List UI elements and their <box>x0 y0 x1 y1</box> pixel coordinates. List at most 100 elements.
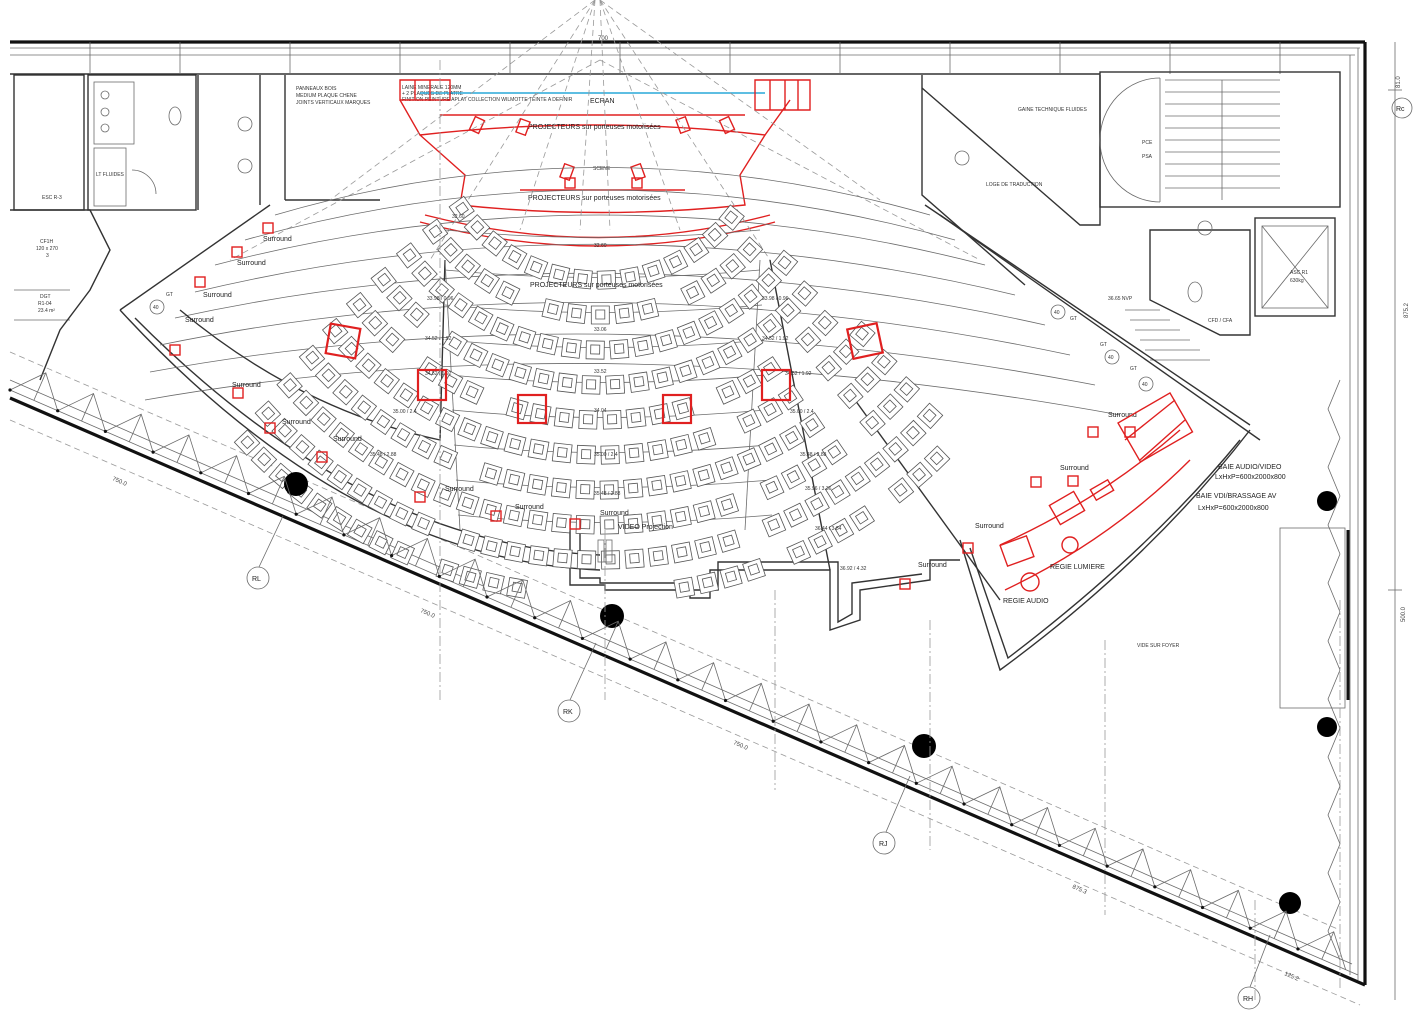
projecteurs-3-label: PROJECTEURS sur porteuses motorisées <box>530 282 663 289</box>
svg-text:36.92 / 4.32: 36.92 / 4.32 <box>840 566 867 572</box>
seat <box>480 425 504 450</box>
glazing-mullion <box>1130 848 1144 877</box>
foyer-void <box>1279 527 1346 709</box>
surround-speaker-box <box>231 246 243 258</box>
glazing-node <box>437 574 441 578</box>
glazing-node <box>867 761 871 765</box>
seats-group <box>233 195 951 599</box>
glazing-node <box>390 554 394 558</box>
slant-dim-4: 875.3 <box>1071 884 1088 896</box>
glazing-segment-right <box>1327 611 1341 671</box>
axis-rl-label: RL <box>252 576 261 583</box>
svg-text:34.52 / 1.92: 34.52 / 1.92 <box>762 336 789 342</box>
svg-text:33.52: 33.52 <box>594 369 607 375</box>
glazing-mullion <box>1273 910 1287 939</box>
regie-audio-label: REGIE AUDIO <box>1003 598 1049 605</box>
glazing-node <box>1200 905 1205 910</box>
seat <box>600 445 620 465</box>
glazing-mullion <box>987 786 1001 815</box>
axis-rj-label: RJ <box>879 841 888 848</box>
seat <box>346 518 373 545</box>
seat <box>859 409 886 437</box>
seat <box>326 506 353 532</box>
seat <box>718 204 745 231</box>
slant-dim-2: 750.0 <box>419 608 436 620</box>
seat <box>441 330 468 357</box>
svg-text:GT: GT <box>1070 316 1077 322</box>
seat <box>448 195 475 223</box>
glazing-mullion <box>844 724 858 753</box>
seat <box>523 255 549 280</box>
projecteurs-1-label: PROJECTEURS sur porteuses motorisées <box>528 124 661 131</box>
seat <box>701 221 729 249</box>
seat <box>551 442 573 464</box>
stairs <box>1165 79 1280 200</box>
seat <box>480 535 503 559</box>
seat <box>556 372 578 394</box>
stairs-2 <box>1125 309 1210 361</box>
glazing-node <box>246 491 251 496</box>
esc-r3-label: ESC R-3 <box>42 195 62 201</box>
seat <box>756 312 784 340</box>
seat <box>692 463 716 488</box>
seat <box>774 297 802 324</box>
seat <box>807 529 833 555</box>
surround-label: Surround <box>203 292 232 299</box>
seat <box>389 501 415 527</box>
dim-875-2: 875.2 <box>1404 302 1410 318</box>
glazing-mullion <box>224 455 237 484</box>
glazing-node <box>485 595 489 599</box>
seat <box>676 320 702 346</box>
seat <box>844 465 871 492</box>
seat <box>669 470 692 493</box>
glazing-node <box>103 429 108 434</box>
svg-text:33.06: 33.06 <box>594 327 607 333</box>
gaine-label: GAINE TECHNIQUE FLUIDES <box>1018 107 1087 113</box>
baie-audio-label: BAIE AUDIO/VIDEO <box>1218 464 1282 471</box>
seat <box>647 439 669 461</box>
seat <box>553 407 575 429</box>
seat <box>326 463 353 491</box>
glazing-segment <box>773 703 822 743</box>
right-dimensions: 81.0 875.2 500.0 <box>1388 42 1410 1000</box>
seat <box>411 511 436 537</box>
glazing-segment-right <box>1327 669 1341 729</box>
seat <box>526 473 549 496</box>
top-dimension: 700 <box>598 36 609 42</box>
glazing-mullion <box>81 393 94 422</box>
seat <box>271 417 298 445</box>
nvp-label: 36.65 NVP <box>1108 296 1133 302</box>
seat <box>389 461 415 488</box>
svg-text:35.48 / 2.88: 35.48 / 2.88 <box>594 491 621 497</box>
seat <box>783 502 809 528</box>
glazing-segment <box>200 455 249 494</box>
seat <box>916 402 944 430</box>
seat <box>482 571 505 595</box>
seat <box>815 354 843 382</box>
seat <box>718 297 745 324</box>
seat <box>578 410 598 430</box>
axis-rk-label: RK <box>563 709 573 716</box>
seat <box>779 425 805 451</box>
speakers-red <box>324 321 885 425</box>
seat <box>605 374 626 395</box>
seat <box>332 378 359 406</box>
baie-audio-dims: LxHxP=600x2000x800 <box>1215 474 1286 481</box>
svg-text:MEDIUM PLAQUE CHENE: MEDIUM PLAQUE CHENE <box>296 93 358 99</box>
slant-dim-5: 125.2 <box>1283 971 1300 983</box>
seat <box>759 475 785 501</box>
seat <box>345 291 373 319</box>
seat <box>680 280 706 306</box>
seat <box>576 444 596 465</box>
surround-label: Surround <box>1060 465 1089 472</box>
svg-text:+ 2 PLAQUES DE PLATRE: + 2 PLAQUES DE PLATRE <box>402 91 464 97</box>
seat <box>432 482 458 508</box>
seat <box>395 242 423 269</box>
seat <box>692 426 717 451</box>
surround-label: Surround <box>185 317 214 324</box>
seat <box>435 406 461 433</box>
glazing-segment-right <box>1327 437 1341 497</box>
seat <box>454 253 482 280</box>
seat <box>292 389 320 417</box>
glazing-segment <box>582 620 631 660</box>
